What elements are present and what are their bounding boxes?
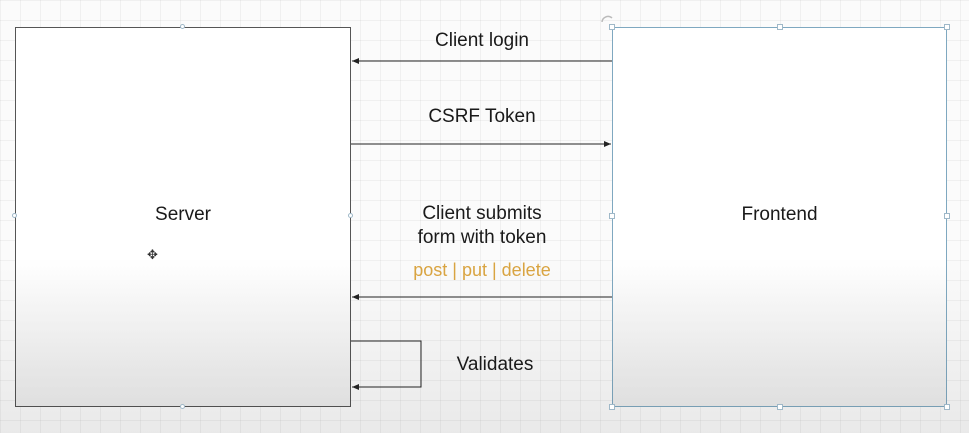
frontend-handle-br[interactable] — [944, 404, 950, 410]
frontend-handle-top[interactable] — [777, 24, 783, 30]
edge-label-methods: post | put | delete — [413, 260, 551, 280]
server-handle-left[interactable] — [12, 213, 17, 218]
edge-label-client-login: Client login — [435, 30, 529, 51]
server-handle-right[interactable] — [348, 213, 353, 218]
server-label: Server — [155, 204, 211, 225]
edge-label-submit-line1: Client submits — [422, 203, 542, 224]
server-node[interactable]: Server — [15, 27, 351, 407]
rotate-handle-icon[interactable] — [601, 15, 613, 23]
server-handle-bottom[interactable] — [180, 404, 185, 409]
edge-validates[interactable] — [351, 340, 422, 390]
server-handle-top[interactable] — [180, 24, 185, 29]
frontend-handle-bl[interactable] — [609, 404, 615, 410]
frontend-handle-tl[interactable] — [609, 24, 615, 30]
edge-label-csrf-token: CSRF Token — [428, 106, 536, 127]
frontend-handle-left[interactable] — [609, 213, 615, 219]
frontend-handle-tr[interactable] — [944, 24, 950, 30]
frontend-label: Frontend — [741, 204, 818, 225]
frontend-handle-right[interactable] — [944, 213, 950, 219]
edge-label-validates: Validates — [456, 354, 534, 375]
frontend-node[interactable]: Frontend — [612, 27, 947, 407]
edge-label-submit-line2: form with token — [417, 227, 547, 248]
move-cursor-icon: ✥ — [147, 247, 158, 262]
frontend-handle-bottom[interactable] — [777, 404, 783, 410]
